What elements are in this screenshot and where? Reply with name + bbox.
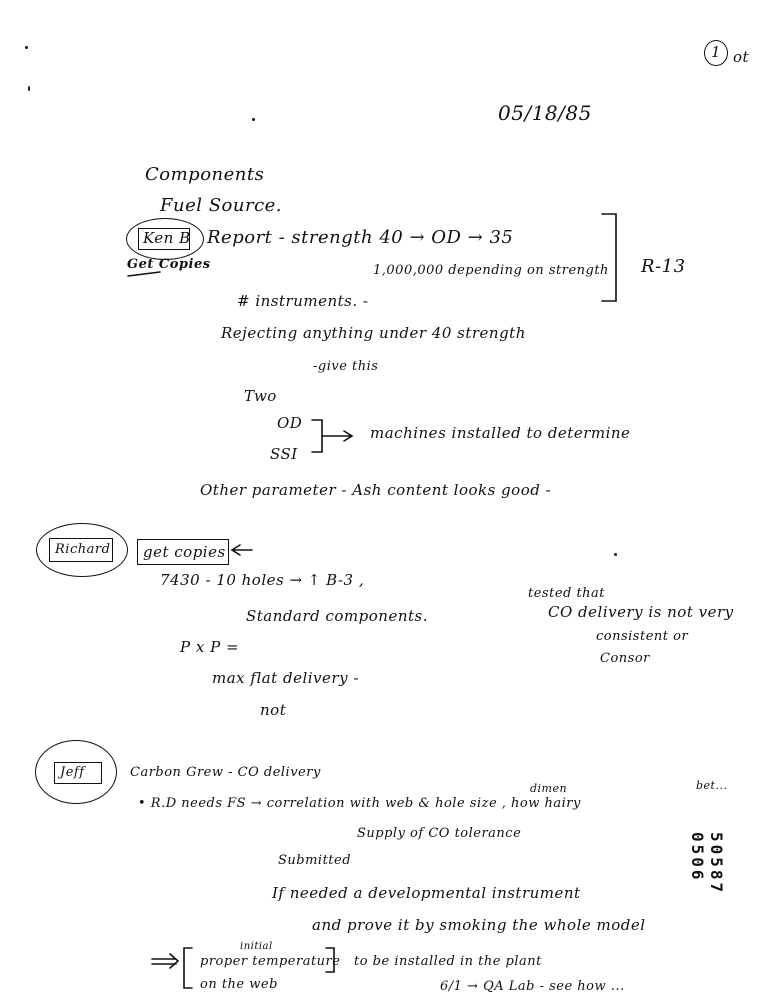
get-copies-note-1: Get Copies [127,257,211,272]
initial-note: initial [240,941,273,952]
jeff-label: Jeff [60,765,85,780]
instruments-line: # instruments. - [237,292,369,310]
jeff-oval [35,740,117,804]
supply-line: Supply of CO tolerance [357,826,522,841]
on-web-line: on the web [200,977,278,992]
needed-line: If needed a developmental instrument [272,884,581,902]
pxp-line: P x P = [180,638,240,656]
max-flat-line: max flat delivery - [212,669,359,687]
od-ssi-bracket [311,419,323,453]
co-delivery-line: CO delivery is not very [548,603,734,621]
get-copies-box [137,539,229,565]
consistent-line: consistent or [596,629,689,644]
fuel-source-line: Fuel Source. [160,195,283,216]
conc-line: Consor [600,651,650,666]
machines-line: machines installed to determine [370,424,631,442]
page-mark-number: 1 [711,43,722,61]
get-copies-arrow [230,544,253,556]
scan-speck [614,553,617,556]
page-mark-suffix: ot [733,48,750,66]
proper-temperature-line: proper temperature [200,954,341,969]
holes-line: 7430 - 10 holes → ↑ B-3 , [160,571,365,589]
ken-b-oval [126,218,204,260]
ssi-line: SSI [270,445,298,463]
scan-speck [25,46,28,49]
million-line: 1,000,000 depending on strength [373,263,609,278]
ken-b-box [138,228,190,250]
scan-speck [28,86,30,91]
give-this-line: -give this [313,359,379,374]
installed-line: to be installed in the plant [354,954,542,969]
not-line: not [260,701,287,719]
richard-oval [36,523,128,577]
od-ssi-arrow [321,430,354,442]
dimension-note: dimen [530,782,568,795]
report-line: Report - strength 40 → OD → 35 [207,227,514,248]
left-bottom-bracket [183,947,193,989]
prove-line: and prove it by smoking the whole model [312,916,646,934]
right-bracket [601,213,617,302]
richard-box [49,538,113,562]
rejecting-line: Rejecting anything under 40 strength [221,324,526,342]
between-note: bet... [696,779,728,792]
two-line: Two [244,387,277,405]
jeff-box [54,762,102,784]
richard-label: Richard [55,542,111,557]
other-parameter-line: Other parameter - Ash content looks good… [200,481,552,499]
get-copies-note-2: get copies [143,543,226,561]
standard-components-line: Standard components. [246,607,428,625]
carbon-line: Carbon Grew - CO delivery [130,765,321,780]
bracket-note: R-13 [641,256,686,277]
rd-needs-line: • R.D needs FS → correlation with web & … [138,796,581,811]
left-double-arrow [151,953,180,969]
ken-b-label: Ken B [143,229,191,247]
qa-lab-line: 6/1 → QA Lab - see how ... [440,979,625,994]
page-mark-circle [704,40,728,66]
get-copies-underline [127,271,161,277]
right-bottom-bracket [325,947,335,973]
od-line: OD [277,414,303,432]
heading-components: Components [145,164,265,185]
date: 05/18/85 [498,101,592,125]
scan-speck [252,118,255,121]
tested-line: tested that [528,586,606,601]
submitted-line: Submitted [278,853,352,868]
